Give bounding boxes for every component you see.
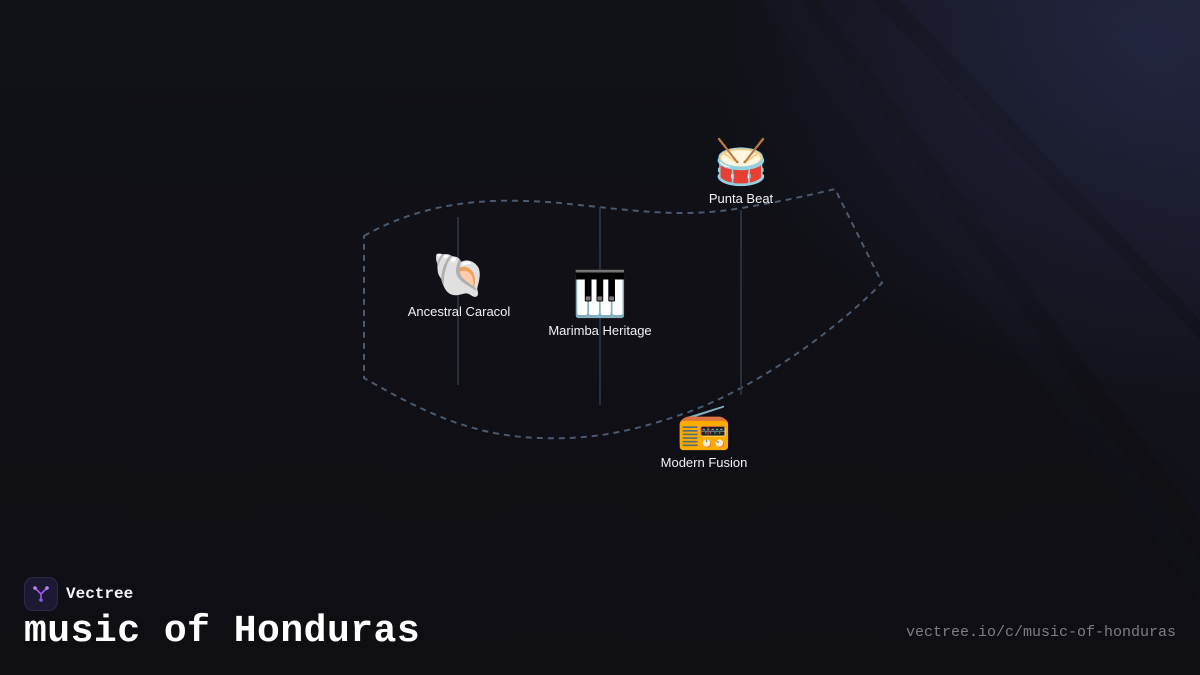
- drum-icon: 🥁: [713, 137, 769, 188]
- vectree-tree-icon: [24, 577, 58, 611]
- node-punta-beat[interactable]: 🥁 Punta Beat: [709, 137, 773, 206]
- page-title: music of Honduras: [24, 610, 421, 653]
- node-label: Ancestral Caracol: [407, 304, 511, 319]
- node-label: Modern Fusion: [660, 455, 748, 470]
- shell-icon: 🐚: [431, 250, 487, 301]
- node-modern-fusion[interactable]: 📻 Modern Fusion: [661, 401, 748, 470]
- node-label: Marimba Heritage: [548, 323, 652, 338]
- node-marimba-heritage[interactable]: 🎹 Marimba Heritage: [548, 269, 651, 338]
- node-label: Punta Beat: [708, 191, 774, 206]
- page-url[interactable]: vectree.io/c/music-of-honduras: [905, 624, 1176, 641]
- radio-icon: 📻: [676, 401, 732, 452]
- node-ancestral-caracol[interactable]: 🐚 Ancestral Caracol: [408, 250, 511, 319]
- piano-keys-icon: 🎹: [572, 269, 628, 320]
- brand[interactable]: Vectree: [24, 577, 133, 611]
- outline-shape: [363, 187, 884, 440]
- brand-name: Vectree: [66, 585, 134, 603]
